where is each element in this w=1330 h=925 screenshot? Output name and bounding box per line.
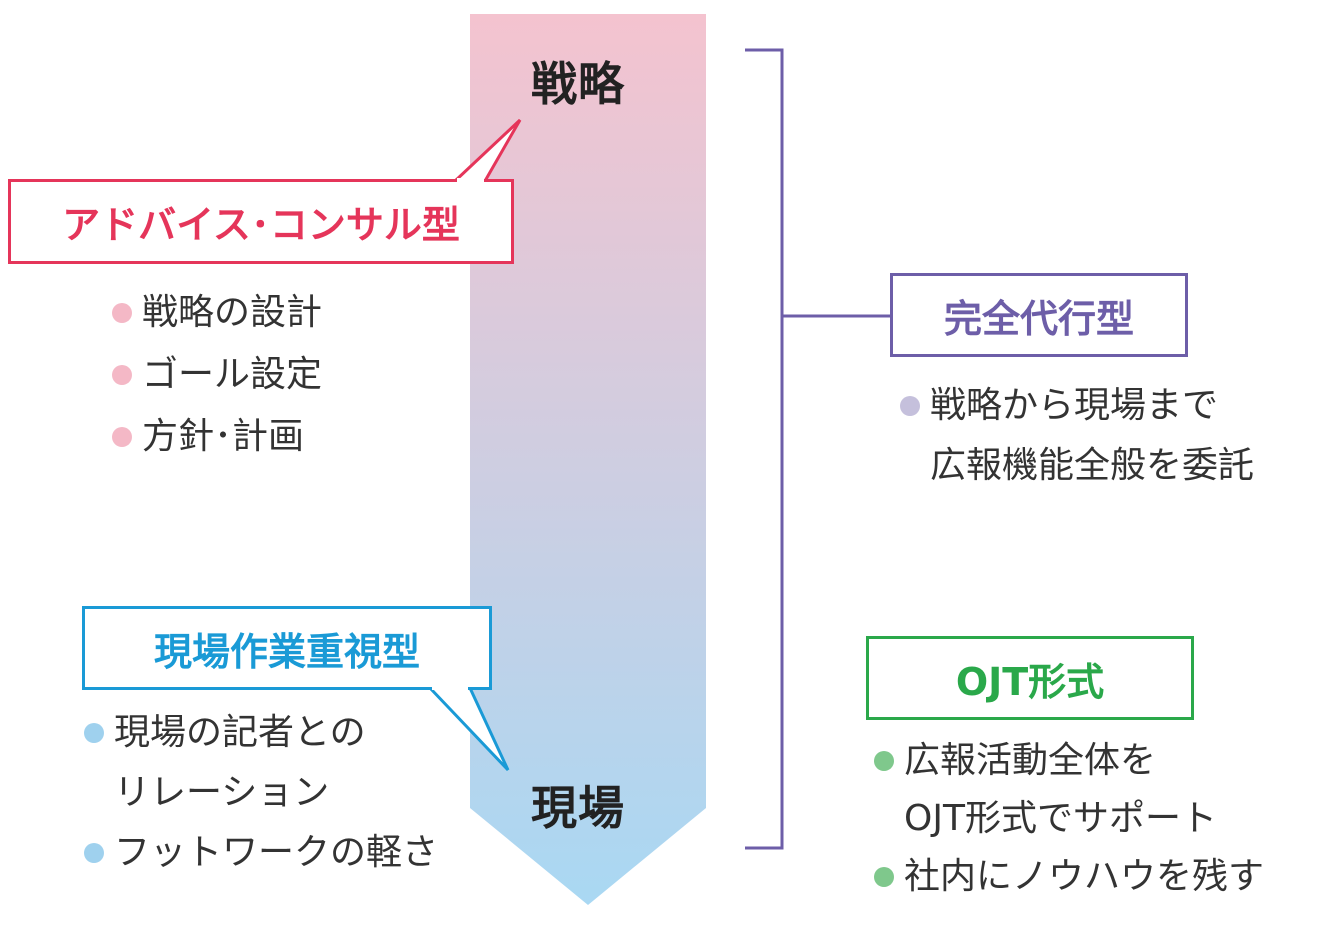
purple-bullet-icon [900,396,920,416]
field-work-title: 現場作業重視型 [153,629,420,674]
green-bullet-icon [874,751,894,771]
advice-consult-list: 戦略の設計 ゴール設定 方針･計画 [112,282,322,468]
advice-consult-box: アドバイス･コンサル型 [8,179,514,264]
ojt-box: OJT形式 [866,636,1194,720]
advice-tail-joint [457,178,484,184]
list-item-continuation: 広報機能全般を委託 [930,445,1255,486]
green-bullet-icon [874,867,894,887]
list-item-continuation: リレーション [114,772,330,813]
strategy-to-field-arrow [470,14,706,905]
axis-top-label: 戦略 [531,57,625,111]
bracket-line [745,48,784,850]
list-item-continuation: OJT形式でサポート [904,798,1217,839]
blue-bullet-icon [84,843,104,863]
list-item: 社内にノウハウを残す [874,848,1264,906]
pink-bullet-icon [112,427,132,447]
blue-bullet-icon [84,723,104,743]
list-item: 方針･計画 [112,406,322,468]
list-item: 現場の記者との [84,703,438,763]
list-item: 戦略の設計 [112,282,322,344]
field-work-box: 現場作業重視型 [82,606,492,690]
advice-consult-title: アドバイス･コンサル型 [62,203,460,247]
list-item: フットワークの軽さ [84,823,438,883]
pink-bullet-icon [112,303,132,323]
list-item: 戦略から現場まで [900,376,1254,436]
field-tail-joint [432,684,468,690]
full-outsourcing-list: 戦略から現場まで 広報機能全般を委託 [900,376,1254,496]
list-item: ゴール設定 [112,344,322,406]
axis-bottom-label: 現場 [531,781,625,835]
pink-bullet-icon [112,365,132,385]
full-outsourcing-box: 完全代行型 [890,273,1188,357]
ojt-list: 広報活動全体を OJT形式でサポート 社内にノウハウを残す [874,732,1264,906]
full-outsourcing-title: 完全代行型 [943,296,1134,341]
ojt-title: OJT形式 [955,659,1105,704]
field-work-list: 現場の記者との リレーション フットワークの軽さ [84,703,438,883]
list-item: 広報活動全体を [874,732,1264,790]
